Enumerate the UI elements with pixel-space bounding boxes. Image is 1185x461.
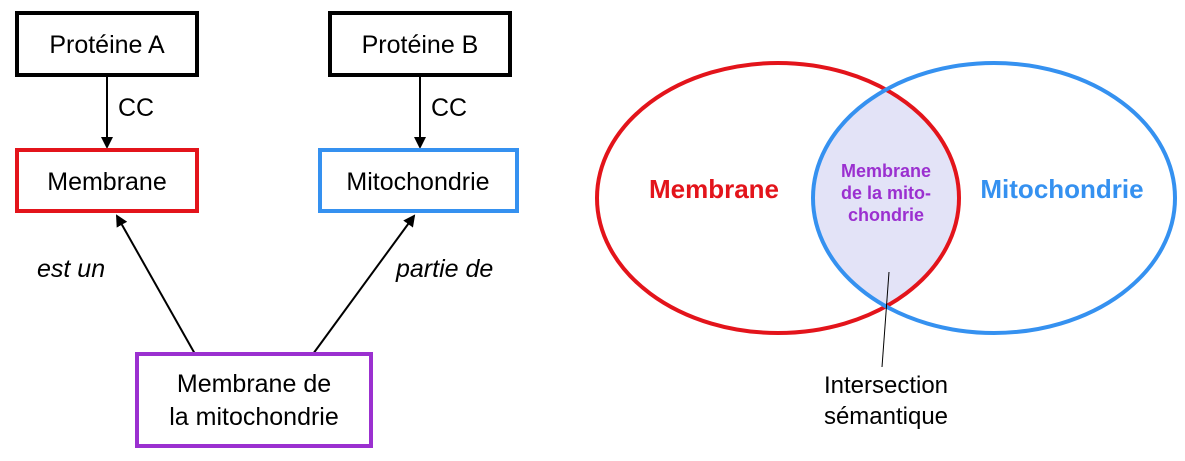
venn-mitochondrie-label: Mitochondrie (980, 174, 1143, 204)
est-un-label: est un (37, 255, 105, 283)
protein-a-node: Protéine A (15, 11, 199, 77)
mitochondrie-label: Mitochondrie (346, 168, 489, 196)
venn-intersection-fill (813, 63, 959, 333)
venn-diagram: Membrane Mitochondrie Membrane de la mit… (595, 61, 1177, 430)
membrane-node: Membrane (15, 148, 199, 213)
protein-b-label: Protéine B (362, 31, 479, 59)
partie-de-label: partie de (395, 255, 493, 283)
venn-mitochondrie-ellipse (811, 61, 1177, 335)
venn-intersection-line1: Membrane (841, 161, 931, 181)
venn-intersection-line2: de la mito- (841, 183, 931, 203)
protein-b-node: Protéine B (328, 11, 512, 77)
arrow-est-un (116, 214, 196, 355)
mitochondrie-node: Mitochondrie (318, 148, 519, 213)
protein-a-label: Protéine A (49, 31, 165, 59)
membrane-mitochondrie-box (135, 352, 373, 448)
venn-membrane-label: Membrane (649, 174, 779, 204)
membrane-label: Membrane (47, 168, 167, 196)
membrane-mitochondrie-node: Membrane de la mitochondrie (135, 352, 373, 448)
arrow-partie-de (312, 214, 416, 355)
venn-intersection-line3: chondrie (848, 205, 924, 225)
intersection-note-line2: sémantique (824, 403, 948, 430)
membrane-mitochondrie-line1: Membrane de (177, 370, 331, 398)
venn-membrane-ellipse (595, 61, 961, 335)
cc-left-label: CC (118, 94, 154, 122)
intersection-pointer-line (881, 271, 890, 368)
membrane-mitochondrie-line2: la mitochondrie (169, 403, 339, 431)
mitochondrie-box (318, 148, 519, 213)
intersection-note-line1: Intersection (824, 372, 948, 399)
membrane-box (15, 148, 199, 213)
cc-right-label: CC (431, 94, 467, 122)
